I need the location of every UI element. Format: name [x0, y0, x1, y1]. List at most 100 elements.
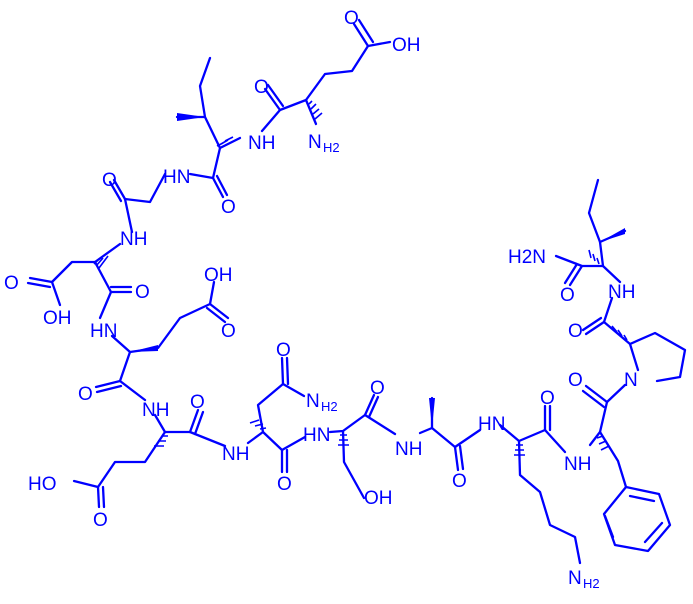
phe-side-chain — [598, 430, 628, 489]
atom-label: OH — [204, 265, 233, 286]
wedge-bond — [130, 345, 158, 352]
asn-side-chain — [256, 382, 285, 434]
atom-label: OH — [364, 488, 393, 509]
wedge-bond — [177, 113, 205, 121]
ile1-amide-bond — [260, 108, 282, 133]
atom-label: O — [221, 197, 236, 218]
atom-label: O — [254, 77, 269, 98]
ile1-carbonyl-double — [211, 174, 229, 199]
asn-backbone — [246, 430, 284, 452]
glu1-acid-bond — [366, 40, 392, 48]
ser-carbonyl-double — [363, 393, 380, 419]
atom-label: OH — [392, 35, 421, 56]
atom-label: N — [568, 568, 582, 589]
hashed-bond — [216, 136, 234, 147]
atom-label: HO — [28, 474, 57, 495]
glu2-side-chain — [128, 302, 212, 354]
lys-backbone — [498, 423, 547, 443]
atom-labels: OH O O NH N H2 O HN O NH O OH O HN OH O … — [4, 8, 638, 591]
cterm-amide — [554, 254, 605, 287]
ser-amide-bond — [280, 435, 307, 452]
atom-label: O — [78, 384, 93, 405]
ile2-amide-bond — [602, 296, 614, 324]
hashed-bond — [611, 325, 628, 341]
hashed-bond — [596, 435, 610, 451]
glu1-carbonyl — [263, 83, 308, 112]
lys-carbonyl-double — [543, 404, 552, 432]
atom-label: NH — [564, 454, 591, 475]
atom-label: O — [560, 285, 575, 306]
atom-label: O — [568, 370, 583, 391]
hashed-bond — [588, 249, 600, 265]
glu2-acid-double — [205, 302, 230, 324]
glu3-amide-bond — [118, 379, 147, 402]
atom-label: N — [308, 132, 322, 153]
atom-label-subscript: H2 — [321, 399, 338, 414]
phe-ring — [602, 485, 672, 553]
stereo-bonds — [130, 113, 625, 428]
atom-label: O — [135, 282, 150, 303]
atom-label: OH — [43, 308, 72, 329]
atom-label: HN — [303, 425, 330, 446]
pro-amide-bond — [605, 383, 627, 404]
gly-carbonyl-double — [108, 178, 127, 203]
glu3-side-chain — [96, 430, 167, 489]
glu3-acid-single — [72, 479, 100, 489]
atom-label: NH — [248, 133, 275, 154]
hashed-bonds — [93, 100, 628, 456]
glu2-acid-single — [208, 280, 216, 306]
ser-side-chain — [341, 429, 366, 500]
atom-label: NH — [142, 400, 169, 421]
ile2-backbone — [598, 240, 622, 284]
atom-label-subscript: H2 — [323, 140, 340, 155]
asp-amide-bond — [123, 197, 134, 234]
glu2-carbonyl-double — [94, 379, 123, 394]
atom-label: N — [306, 391, 320, 412]
atom-label: O — [276, 340, 291, 361]
atom-label: NH — [222, 444, 249, 465]
asn-side-amide — [281, 382, 306, 398]
gly-amide-bond — [188, 172, 215, 180]
glu2-backbone — [110, 334, 132, 383]
atom-label: O — [221, 321, 236, 342]
lys-side-chain — [517, 439, 582, 565]
glu1-side-chain — [304, 44, 370, 102]
hashed-bond — [154, 435, 168, 447]
pro-ring — [628, 331, 687, 383]
glu3-acid-double — [96, 485, 106, 509]
wedge-bond — [429, 398, 435, 428]
atom-label: HN — [478, 414, 505, 435]
glu1-acid-double-bond — [352, 18, 375, 48]
hashed-bond — [308, 100, 323, 120]
glu2-amide-bond — [98, 290, 113, 320]
glu3-carbonyl-double — [188, 408, 205, 436]
glu1-amine-bond — [304, 98, 318, 126]
atom-label: O — [344, 8, 359, 29]
asn-carbonyl-double — [280, 448, 289, 474]
atom-label: O — [4, 273, 19, 294]
wedge-bond — [600, 228, 625, 242]
hashed-bond — [93, 255, 109, 269]
atom-label: HN — [163, 167, 190, 188]
atom-label: NH — [395, 439, 422, 460]
atom-label: H2N — [508, 247, 546, 268]
ala-amide-bond — [363, 413, 397, 436]
asp-acid-single — [50, 280, 62, 307]
gly-backbone — [123, 172, 167, 204]
atom-label: O — [277, 474, 292, 495]
asp-acid-double — [26, 276, 54, 289]
asp-backbone — [93, 242, 122, 294]
pro-carbonyl — [581, 316, 632, 346]
atom-label: NH — [120, 229, 147, 250]
phe-ring-inner — [603, 494, 664, 544]
lys-amide-bond — [453, 428, 482, 449]
phe-carbonyl-double — [581, 384, 609, 409]
atom-label: HN — [90, 321, 117, 342]
atom-label: N — [624, 370, 638, 391]
hashed-bond — [338, 434, 349, 446]
asn-side-double — [280, 356, 290, 386]
ser-backbone — [328, 413, 367, 434]
atom-label: O — [370, 378, 385, 399]
hashed-bond — [514, 444, 525, 456]
